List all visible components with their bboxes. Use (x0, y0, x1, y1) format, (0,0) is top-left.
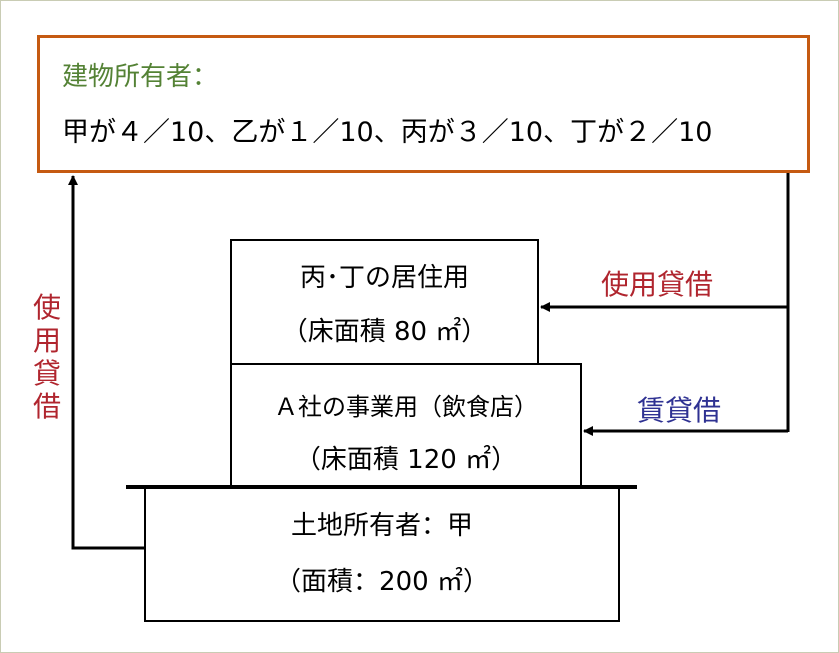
business-area: （床面積 120 ㎡） (294, 445, 518, 475)
building-owner-box: 建物所有者： 甲が４／10、乙が１／10、丙が３／10、丁が２／10 (37, 35, 810, 173)
vertical-label-char: 使 (32, 291, 61, 324)
vertical-label-char: 貸 (32, 357, 61, 390)
land-box: 土地所有者：甲 （面積：200 ㎡） (144, 487, 620, 622)
land-area: （面積：200 ㎡） (275, 567, 489, 597)
residence-floor-box: 丙･丁の居住用 （床面積 80 ㎡） (230, 239, 539, 365)
residence-area: （床面積 80 ㎡） (281, 317, 488, 347)
business-floor-box: Ａ社の事業用（飲食店） （床面積 120 ㎡） (230, 363, 582, 489)
business-label: Ａ社の事業用（飲食店） (274, 393, 538, 421)
vertical-label-char: 借 (32, 390, 61, 423)
vertical-use-loan-label: 使 用 貸 借 (31, 291, 63, 423)
building-owner-title: 建物所有者： (62, 62, 219, 92)
use-loan-label: 使用貸借 (601, 268, 714, 301)
land-owner-label: 土地所有者：甲 (290, 511, 473, 541)
vertical-label-char: 用 (32, 324, 61, 357)
building-owner-shares: 甲が４／10、乙が１／10、丙が３／10、丁が２／10 (62, 117, 713, 148)
residence-label: 丙･丁の居住用 (299, 263, 469, 293)
left-arrow (68, 175, 144, 550)
lease-label: 賃貸借 (637, 394, 722, 427)
